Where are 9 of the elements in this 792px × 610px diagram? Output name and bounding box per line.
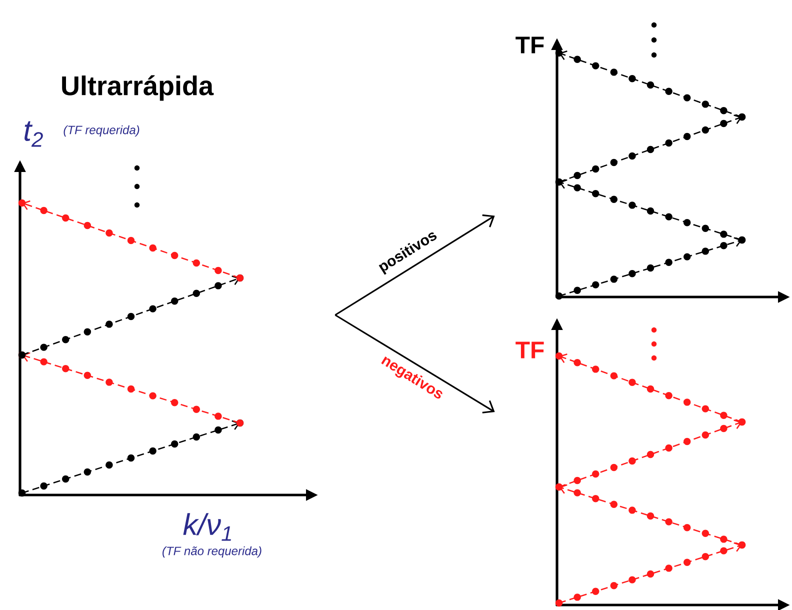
title: Ultrarrápida [62, 75, 214, 101]
axis-label: k/ν$_{1}$ [183, 513, 231, 541]
arrow [334, 214, 495, 316]
axis-label: TF [516, 36, 544, 54]
axis-label: t$_{2}$ [24, 121, 43, 147]
arrow [334, 314, 495, 414]
axis-label: (TF não requerida) [162, 546, 262, 558]
axis-label: TF [516, 342, 544, 358]
axis-label: (TF requerida) [64, 125, 140, 137]
